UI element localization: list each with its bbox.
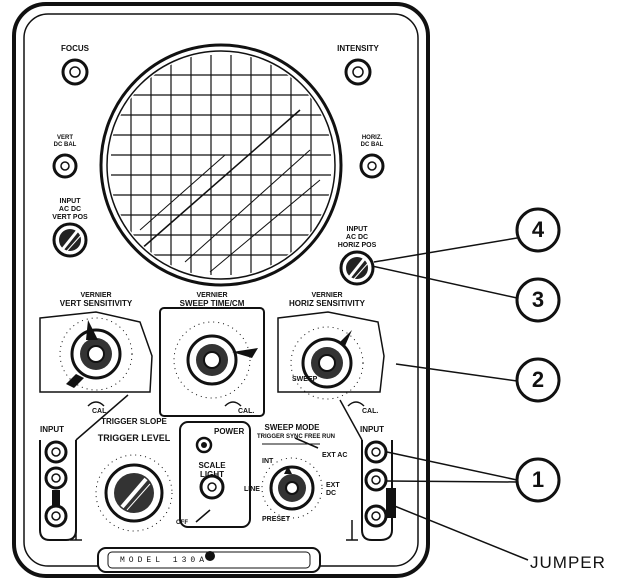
trigger-level-dial[interactable] xyxy=(95,454,173,532)
horiz-input-label-2: AC DC xyxy=(345,234,369,241)
trigger-slope-label: TRIGGER SLOPE xyxy=(101,417,167,426)
left-input-label: INPUT xyxy=(40,425,64,434)
sweep-mode-selector[interactable] xyxy=(261,437,323,519)
vert-input-connectors[interactable] xyxy=(39,440,82,541)
model-plate xyxy=(97,547,321,573)
intensity-label: INTENSITY xyxy=(337,44,379,53)
callout-1: 1 xyxy=(531,467,545,492)
crt-screen xyxy=(99,43,343,287)
focus-label: FOCUS xyxy=(61,44,89,53)
sweep-mode-label: SWEEP MODE xyxy=(264,423,320,432)
trigger-level-label: TRIGGER LEVEL xyxy=(97,433,171,443)
power-label: POWER xyxy=(214,427,245,436)
vert-sensitivity-label: VERT SENSITIVITY xyxy=(59,299,133,308)
sweep-time-dial[interactable] xyxy=(159,307,265,417)
focus-knob[interactable] xyxy=(61,58,89,86)
horiz-dc-bal-knob[interactable] xyxy=(359,153,385,179)
right-input-label: INPUT xyxy=(360,425,384,434)
jumper-label: JUMPER xyxy=(530,553,606,572)
intensity-knob[interactable] xyxy=(344,58,372,86)
scale-off-line xyxy=(195,509,211,523)
sweep-label: SWEEP xyxy=(292,376,318,383)
horiz-input-switch[interactable] xyxy=(339,250,375,286)
line-label: LINE xyxy=(244,486,260,493)
horiz-input-connectors[interactable] xyxy=(346,440,393,541)
horiz-dc-bal-label-2: DC BAL xyxy=(360,142,384,148)
horiz-sensitivity-vernier: VERNIER xyxy=(311,292,343,299)
callout-3-marker xyxy=(371,265,561,323)
vert-dc-bal-label-1: VERT xyxy=(56,135,74,141)
vert-input-label-3: VERT POS xyxy=(52,214,88,221)
vert-input-label-1: INPUT xyxy=(59,198,81,205)
ext-ac-label: EXT AC xyxy=(322,452,348,459)
preset-label: PRESET xyxy=(262,516,291,523)
light-label: LIGHT xyxy=(200,470,224,479)
scale-light-knob[interactable] xyxy=(199,474,225,500)
sweep-mode-positions: TRIGGER SYNC FREE RUN xyxy=(256,434,336,440)
callout-3: 3 xyxy=(531,287,545,312)
model-plate-text: MODEL 130A xyxy=(120,556,209,565)
sweep-time-vernier: VERNIER xyxy=(196,292,228,299)
horiz-sensitivity-label: HORIZ SENSITIVITY xyxy=(288,299,366,308)
horiz-dc-bal-label-1: HORIZ. xyxy=(361,135,383,141)
vert-sensitivity-vernier: VERNIER xyxy=(80,292,112,299)
sweep-time-label: SWEEP TIME/CM xyxy=(179,299,245,308)
power-indicator-lamp xyxy=(195,436,213,454)
horiz-cal-label: CAL. xyxy=(362,408,379,415)
vert-dc-bal-label-2: DC BAL xyxy=(53,142,77,148)
int-label: INT xyxy=(262,458,274,465)
callout-4-marker xyxy=(373,207,561,263)
vert-sensitivity-dial[interactable] xyxy=(39,311,153,393)
vert-input-lead xyxy=(75,394,129,441)
horiz-sensitivity-dial[interactable] xyxy=(277,311,385,400)
horiz-input-lead xyxy=(339,399,363,441)
horiz-input-label-3: HORIZ POS xyxy=(337,242,377,249)
sweep-cal-label: CAL. xyxy=(238,408,255,415)
callout-4: 4 xyxy=(531,217,545,242)
jumper-strap xyxy=(386,488,396,518)
callout-2-marker xyxy=(395,357,561,403)
ext-dc-label-2: DC xyxy=(326,490,337,497)
horiz-input-label-1: INPUT xyxy=(346,226,368,233)
vert-cal-arc xyxy=(87,401,105,407)
scale-label: SCALE xyxy=(198,461,226,470)
vert-input-label-2: AC DC xyxy=(58,206,82,213)
callout-2: 2 xyxy=(531,367,545,392)
scale-off-label: OFF xyxy=(176,520,188,526)
sweep-cal-arc xyxy=(224,401,242,407)
callout-1-marker xyxy=(386,451,561,503)
horiz-cal-arc xyxy=(347,401,365,407)
vert-input-switch[interactable] xyxy=(52,222,88,258)
jumper-leader xyxy=(391,504,529,561)
ext-dc-label-1: EXT xyxy=(326,482,340,489)
vert-cal-label: CAL. xyxy=(92,408,109,415)
vert-dc-bal-knob[interactable] xyxy=(52,153,78,179)
